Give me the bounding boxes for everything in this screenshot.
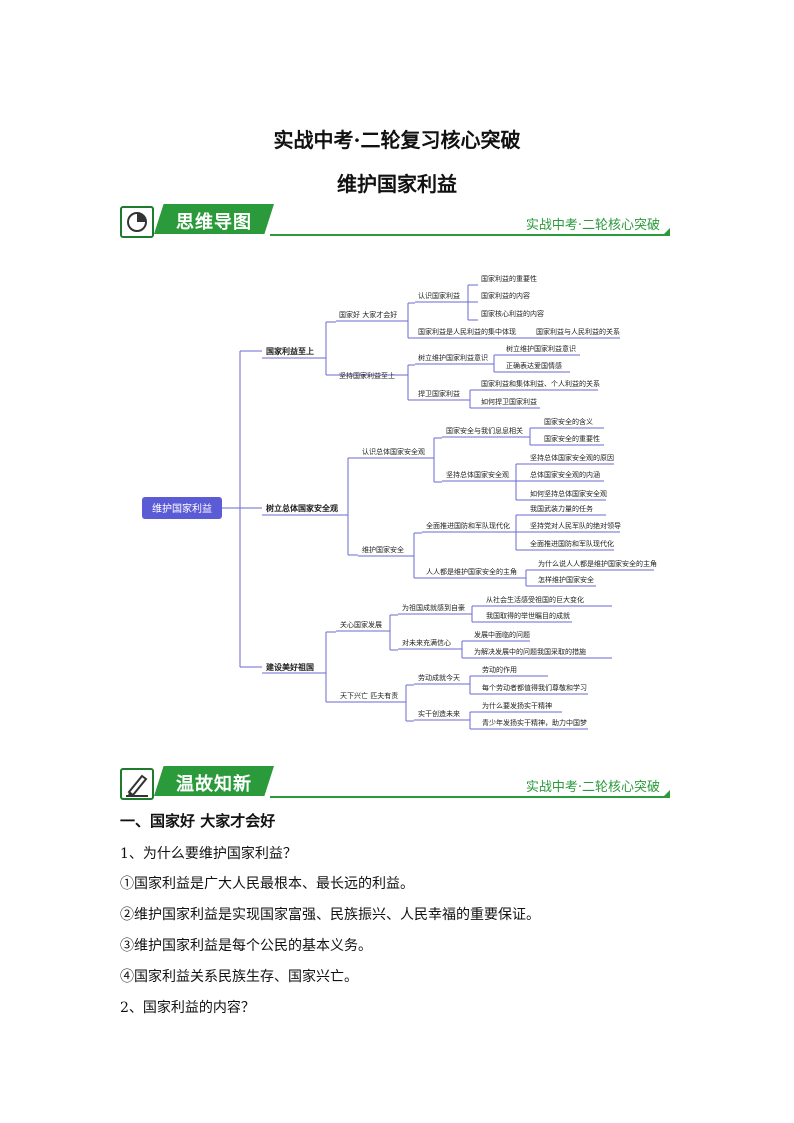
mindmap-leaf: 青少年发扬实干精神，助力中国梦	[482, 718, 587, 727]
mindmap-leaf: 为什么说人人都是维护国家安全的主角	[538, 559, 657, 568]
mindmap-branch-1: 国家利益至上	[266, 346, 314, 356]
mindmap-root: 维护国家利益	[152, 502, 212, 515]
mindmap-node: 认识总体国家安全观	[362, 447, 425, 456]
mindmap-leaf: 全面推进国防和军队现代化	[530, 539, 614, 548]
banner-label-box: 温故知新	[154, 766, 274, 796]
mindmap-branch-2: 树立总体国家安全观	[266, 503, 338, 513]
mindmap-node: 全面推进国防和军队现代化	[426, 521, 510, 530]
mindmap-leaf: 总体国家安全观的内涵	[530, 470, 600, 479]
banner-rule	[270, 234, 670, 236]
mindmap-leaf: 如何捍卫国家利益	[481, 397, 537, 406]
mindmap-leaf: 正确表达爱国情感	[506, 361, 562, 370]
mindmap-leaf: 国家利益的重要性	[481, 274, 537, 283]
mind-map: 维护国家利益 国家利益至上 树立总体国家安全观 建设美好祖国 国家好 大家才会好…	[142, 274, 657, 730]
mindmap-node: 国家安全与我们息息相关	[446, 426, 523, 435]
mindmap-leaf: 坚持总体国家安全观的原因	[530, 453, 614, 462]
mindmap-leaf: 国家利益的内容	[481, 291, 530, 300]
document-subtitle: 维护国家利益	[337, 172, 457, 196]
answer-item: ①国家利益是广大人民最根本、最长远的利益。	[120, 876, 414, 892]
mindmap-node: 实干创造未来	[418, 709, 460, 718]
mindmap-node: 劳动成就今天	[418, 673, 460, 682]
mindmap-leaf: 国家安全的重要性	[544, 434, 600, 443]
mindmap-leaf: 为什么要发扬实干精神	[482, 701, 552, 710]
mindmap-node: 国家好 大家才会好	[339, 310, 397, 319]
mindmap-leaf: 从社会生活感受祖国的巨大变化	[486, 595, 584, 604]
banner-label: 思维导图	[176, 212, 252, 233]
question-1: 1、为什么要维护国家利益？	[120, 846, 297, 862]
question-2: 2、国家利益的内容？	[120, 1000, 255, 1016]
mindmap-leaf: 劳动的作用	[482, 665, 517, 674]
review-banner: 温故知新 实战中考·二轮核心突破	[120, 766, 670, 800]
banner-right-text: 实战中考·二轮核心突破	[525, 218, 660, 233]
mindmap-node: 坚持总体国家安全观	[446, 470, 509, 479]
mindmap-node: 捍卫国家利益	[418, 389, 460, 398]
mindmap-banner: 思维导图 实战中考·二轮核心突破	[120, 204, 670, 238]
pencil-icon	[120, 768, 154, 800]
answer-item: ②维护国家利益是实现国家富强、民族振兴、人民幸福的重要保证。	[120, 907, 540, 923]
mindmap-leaf: 为解决发展中的问题我国采取的措施	[474, 647, 586, 656]
mindmap-leaf: 树立维护国家利益意识	[506, 344, 576, 353]
mindmap-leaf: 我国取得的举世瞩目的成就	[486, 611, 570, 620]
mindmap-node: 国家利益是人民利益的集中体现	[418, 327, 516, 336]
mindmap-leaf: 国家利益和集体利益、个人利益的关系	[481, 379, 600, 388]
banner-right-text: 实战中考·二轮核心突破	[525, 780, 660, 795]
mindmap-node: 对未来充满信心	[402, 638, 451, 647]
answer-item: ③维护国家利益是每个公民的基本义务。	[120, 938, 372, 954]
mindmap-leaf: 我国武装力量的任务	[530, 504, 593, 513]
mindmap-node: 人人都是维护国家安全的主角	[426, 567, 517, 576]
section-heading: 一、国家好 大家才会好	[120, 812, 276, 830]
answer-item: ④国家利益关系民族生存、国家兴亡。	[120, 969, 358, 985]
mindmap-node: 树立维护国家利益意识	[418, 353, 488, 362]
mindmap-leaf: 国家核心利益的内容	[481, 309, 544, 318]
mindmap-node: 天下兴亡 匹夫有责	[340, 691, 398, 700]
pie-chart-icon	[120, 206, 154, 238]
banner-label: 温故知新	[176, 774, 252, 795]
mindmap-branch-3: 建设美好祖国	[265, 662, 314, 672]
banner-rule	[270, 796, 670, 798]
mindmap-leaf: 每个劳动者都值得我们尊敬和学习	[482, 683, 587, 692]
banner-tail	[662, 228, 670, 236]
banner-label-box: 思维导图	[154, 204, 274, 234]
mindmap-leaf: 发展中面临的问题	[474, 630, 530, 639]
mindmap-leaf: 坚持党对人民军队的绝对领导	[530, 521, 621, 530]
banner-tail	[662, 790, 670, 798]
mindmap-node: 认识国家利益	[418, 291, 460, 300]
mindmap-leaf: 怎样维护国家安全	[538, 575, 594, 584]
document-title: 实战中考·二轮复习核心突破	[273, 128, 521, 152]
mindmap-node: 为祖国成就感到自豪	[402, 603, 465, 612]
mindmap-node: 维护国家安全	[362, 545, 404, 554]
mindmap-leaf: 如何坚持总体国家安全观	[530, 489, 607, 498]
mindmap-node: 关心国家发展	[340, 620, 382, 629]
mindmap-leaf: 国家安全的含义	[544, 417, 593, 426]
mindmap-leaf: 国家利益与人民利益的关系	[536, 327, 620, 336]
mindmap-node: 坚持国家利益至上	[339, 371, 395, 380]
